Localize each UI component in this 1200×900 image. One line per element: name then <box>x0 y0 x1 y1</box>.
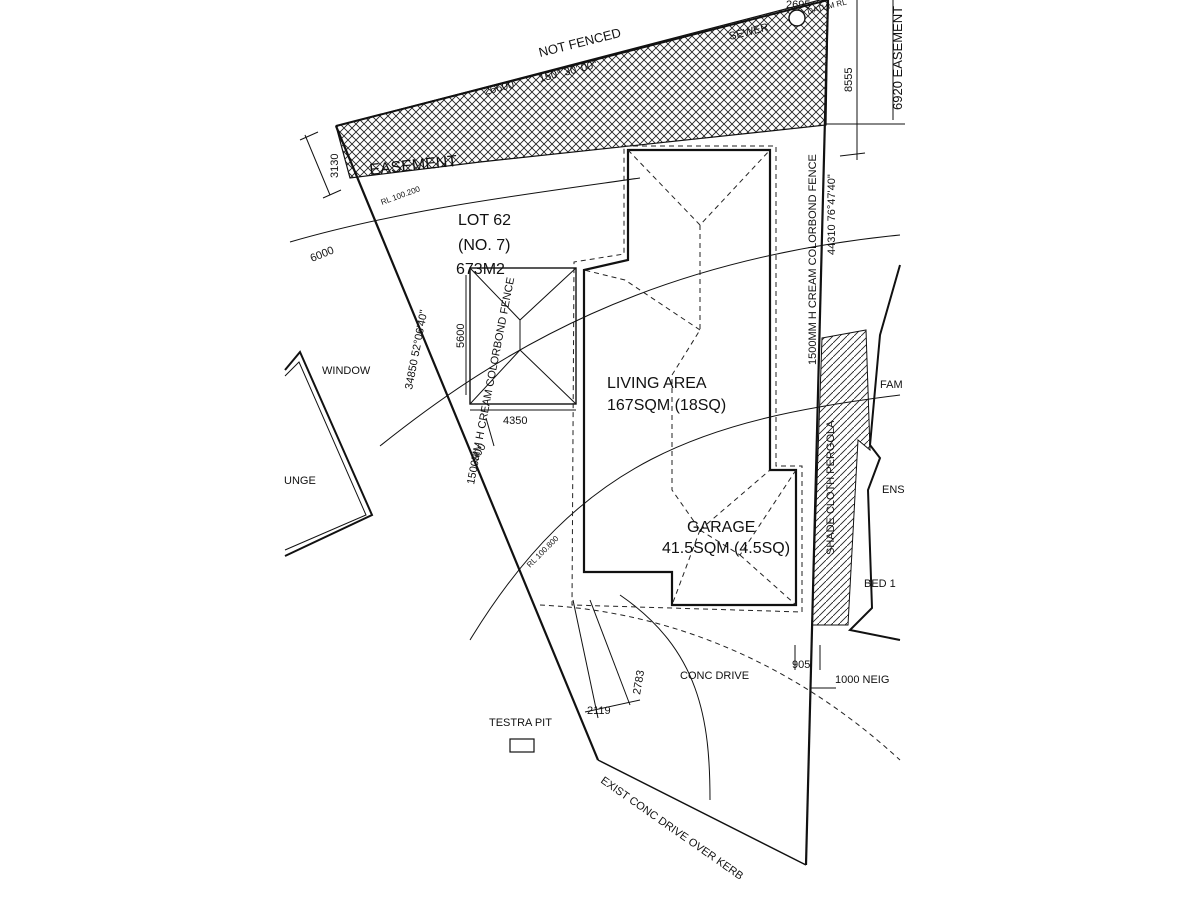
dim-2119: 2119 <box>587 705 611 717</box>
exist-conc-label: EXIST CONC DRIVE OVER KERB <box>598 775 745 883</box>
rl-100200: RL 100.200 <box>380 184 422 207</box>
lot-number: LOT 62 <box>458 212 511 229</box>
dim-2783: 2783 <box>631 669 647 695</box>
rl-100800: RL 100.800 <box>525 534 561 570</box>
shade-cloth-label: SHADE CLOTH PERGOLA <box>825 420 837 555</box>
kerb-line <box>539 604 901 761</box>
family-label: FAM <box>880 379 903 391</box>
dim-6000: 6000 <box>309 244 336 264</box>
easement-area <box>335 0 829 179</box>
dim-8555: 8555 <box>843 68 855 92</box>
dim-3130: 3130 <box>329 154 341 178</box>
neighbour-house-right <box>847 264 901 641</box>
house-outline <box>582 148 798 607</box>
dim-line-left <box>304 134 331 196</box>
patio <box>469 267 577 405</box>
living-area-size: 167SQM (18SQ) <box>607 397 726 414</box>
dim-905: 905 <box>792 659 810 671</box>
contour-mid <box>379 234 901 447</box>
lounge-label: UNGE <box>284 475 316 487</box>
bearing-left: 34850 52°06'40" <box>403 309 430 391</box>
datum-marker <box>788 9 806 27</box>
bed1-label: BED 1 <box>864 578 896 590</box>
dim-4350: 4350 <box>503 415 527 427</box>
shade-cloth-pergola <box>811 329 871 626</box>
lot-boundary-right <box>804 0 830 866</box>
lot-boundary-left <box>334 125 600 761</box>
testra-pit <box>509 738 535 753</box>
dim-5600: 5600 <box>455 324 467 348</box>
fence-right-label: 1500MM H CREAM COLORBOND FENCE <box>807 154 819 365</box>
house-offset <box>571 145 803 613</box>
lot-boundary-top <box>335 0 829 127</box>
testra-pit-label: TESTRA PIT <box>489 717 552 729</box>
dim-2695: 2695 <box>786 0 810 11</box>
drive-edge <box>619 594 711 801</box>
living-area-label: LIVING AREA <box>607 375 707 392</box>
contour-top <box>289 177 641 243</box>
garage-label: GARAGE <box>687 519 755 536</box>
garage-size: 41.5SQM (4.5SQ) <box>662 540 790 557</box>
window-label: WINDOW <box>322 365 371 377</box>
lot-area: 673M2 <box>456 261 505 278</box>
dim-1000: 1000 NEIG <box>835 674 889 686</box>
easement-right-label: 6920 EASEMENT <box>890 6 905 110</box>
bearing-right: 44310 76°47'40" <box>826 174 838 255</box>
fence-left-label: 1500MM H CREAM COLORBOND FENCE <box>465 276 517 485</box>
lot-street-number: (NO. 7) <box>458 237 510 254</box>
neighbour-house-left <box>284 350 374 557</box>
conc-drive-label: CONC DRIVE <box>680 670 749 682</box>
lot-boundary-front <box>597 759 807 866</box>
ensuite-label: ENS <box>882 484 905 496</box>
